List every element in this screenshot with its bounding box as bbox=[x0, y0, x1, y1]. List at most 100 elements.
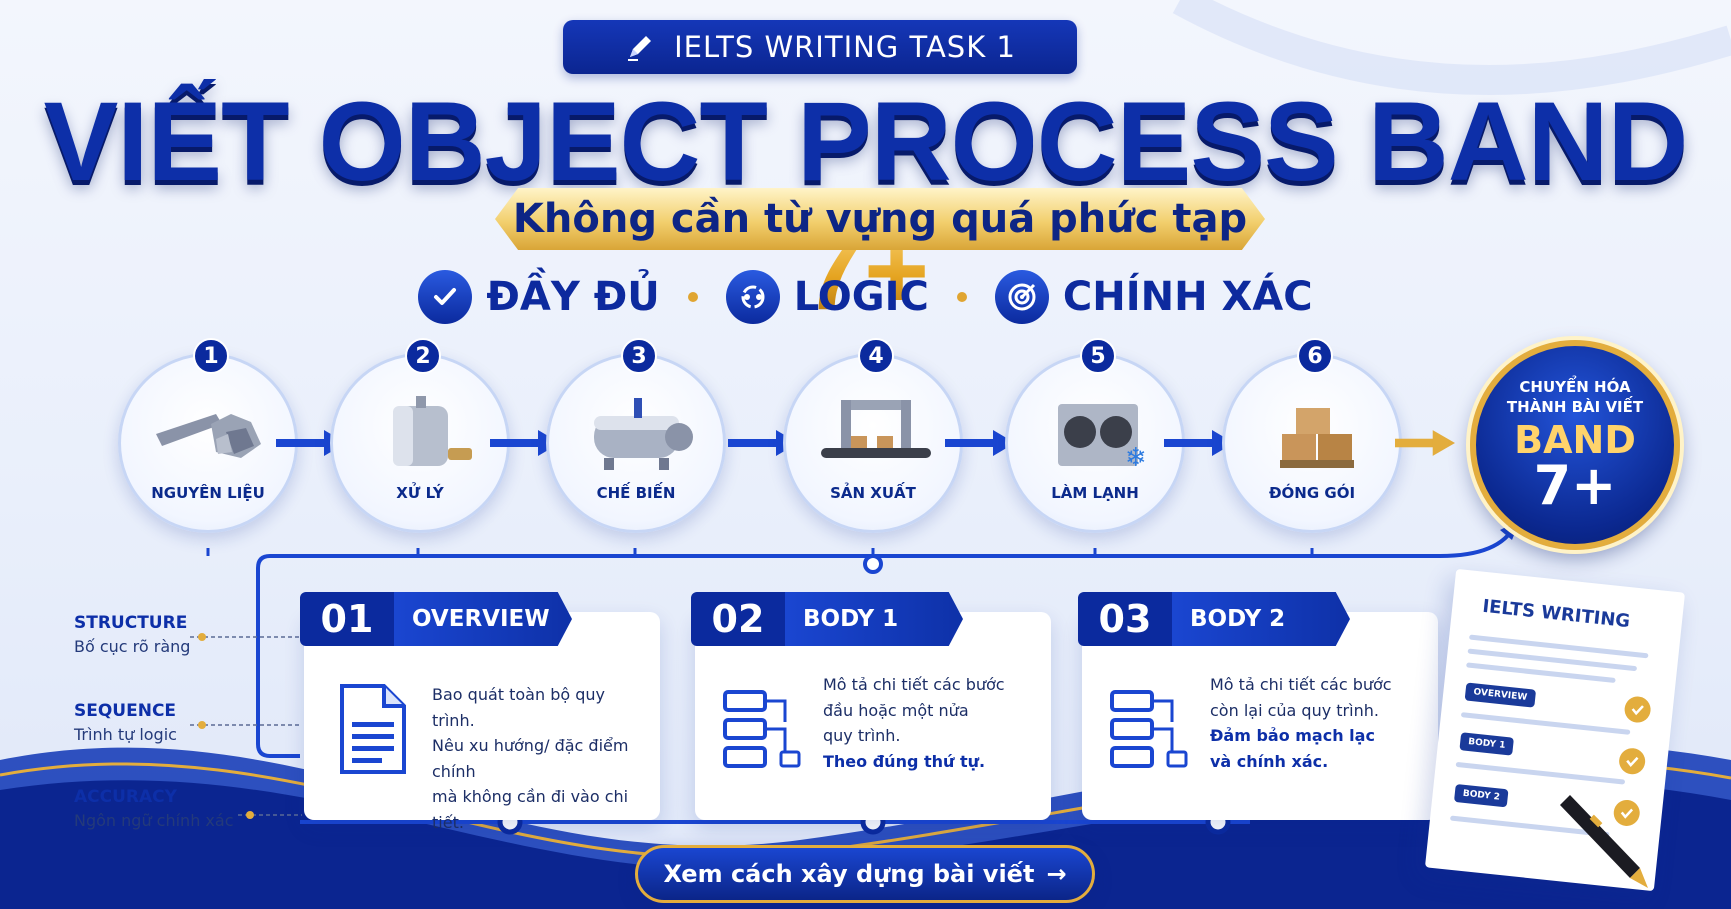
band-line1: CHUYỂN HÓA bbox=[1519, 377, 1631, 396]
card-overview: 01 OVERVIEW Bao quát toàn bộ quy trình. … bbox=[300, 592, 660, 832]
card-body: Mô tả chi tiết các bước đầu hoặc một nửa… bbox=[823, 672, 1043, 774]
check-icon bbox=[1612, 798, 1642, 828]
card-head: 02 BODY 1 bbox=[691, 592, 963, 646]
card-body: Mô tả chi tiết các bước còn lại của quy … bbox=[1210, 672, 1430, 774]
flow-cycle-icon bbox=[725, 270, 780, 324]
paper-title: IELTS WRITING bbox=[1481, 595, 1632, 633]
pillar-complete: ĐẦY ĐỦ bbox=[418, 270, 660, 324]
card-line: đầu hoặc một nửa bbox=[823, 700, 969, 720]
step-3: 3 CHẾ BIẾN bbox=[546, 338, 726, 533]
step-number: 5 bbox=[1080, 338, 1116, 374]
side-title: ACCURACY bbox=[74, 787, 177, 807]
side-desc: Ngôn ngữ chính xác bbox=[74, 811, 234, 830]
card-line: Mô tả chi tiết các bước bbox=[823, 675, 1005, 694]
card-number: 01 bbox=[300, 592, 394, 646]
side-title: STRUCTURE bbox=[74, 613, 188, 633]
raw-material-icon bbox=[156, 414, 261, 458]
side-title: SEQUENCE bbox=[74, 701, 177, 721]
paper-tag: BODY 2 bbox=[1453, 783, 1509, 808]
card-number: 03 bbox=[1078, 592, 1172, 646]
boxes-icon bbox=[1280, 408, 1354, 468]
step-6: 6 ĐÓNG GÓI bbox=[1222, 338, 1402, 533]
side-desc: Trình tự logic bbox=[74, 725, 177, 744]
subtitle-text: Không cần từ vựng quá phức tạp bbox=[512, 196, 1248, 242]
card-title: BODY 1 bbox=[785, 592, 963, 646]
card-line: Mô tả chi tiết các bước bbox=[1210, 675, 1392, 694]
card-line: mà không cần đi vào chi tiết. bbox=[432, 787, 629, 832]
card-body: Bao quát toàn bộ quy trình. Nêu xu hướng… bbox=[432, 682, 652, 836]
paper-tag: BODY 1 bbox=[1459, 732, 1515, 756]
step-2: 2 XỬ LÝ bbox=[330, 338, 510, 533]
band-line2: THÀNH BÀI VIẾT bbox=[1506, 398, 1644, 416]
step-label: LÀM LẠNH bbox=[1051, 484, 1139, 502]
step-number: 6 bbox=[1297, 338, 1333, 374]
card-line: Bao quát toàn bộ quy trình. bbox=[432, 685, 606, 730]
card-emphasis: Theo đúng thứ tự. bbox=[823, 751, 986, 771]
card-head: 01 OVERVIEW bbox=[300, 592, 572, 646]
pillar-logic: LOGIC bbox=[725, 270, 929, 324]
step-4: 4 SẢN XUẤT bbox=[783, 338, 963, 533]
pillar-label: CHÍNH XÁC bbox=[1062, 274, 1313, 320]
step-number: 3 bbox=[621, 338, 657, 374]
flowchart-icon bbox=[723, 690, 801, 768]
band-word: BAND bbox=[1514, 418, 1636, 463]
flowchart-icon bbox=[1110, 690, 1188, 768]
step-label: SẢN XUẤT bbox=[830, 484, 916, 502]
paper-line bbox=[1455, 761, 1626, 785]
cta-button[interactable]: Xem cách xây dựng bài viết → bbox=[635, 845, 1095, 903]
card-body-1: 02 BODY 1 Mô tả chi tiết các bước đầu ho… bbox=[691, 592, 1051, 820]
arrow-right-icon: → bbox=[1046, 860, 1067, 888]
side-desc: Bố cục rõ ràng bbox=[74, 637, 191, 656]
target-icon bbox=[994, 270, 1049, 324]
arrow-right-icon bbox=[945, 430, 1015, 456]
card-body-2: 03 BODY 2 Mô tả chi tiết các bước còn lạ… bbox=[1078, 592, 1438, 820]
task-badge: IELTS WRITING TASK 1 bbox=[563, 20, 1077, 74]
step-number: 4 bbox=[858, 338, 894, 374]
essay-paper: IELTS WRITING OVERVIEW BODY 1 BODY 2 bbox=[1424, 568, 1686, 892]
step-label: ĐÓNG GÓI bbox=[1268, 484, 1356, 502]
paper-line bbox=[1460, 712, 1631, 735]
paper-tag: OVERVIEW bbox=[1464, 682, 1536, 708]
side-label-accuracy: ACCURACY Ngôn ngữ chính xác bbox=[74, 787, 233, 830]
step-1: 1 NGUYÊN LIỆU bbox=[118, 338, 298, 533]
conveyor-icon bbox=[821, 400, 931, 458]
check-circle-icon bbox=[418, 270, 473, 324]
separator-dot bbox=[956, 292, 967, 302]
band-score: 7+ bbox=[1533, 454, 1617, 518]
card-title: OVERVIEW bbox=[394, 592, 572, 646]
document-icon bbox=[340, 684, 406, 774]
card-emphasis: và chính xác. bbox=[1210, 751, 1329, 771]
gold-arrow-icon bbox=[1395, 430, 1455, 456]
title-main: VIẾT OBJECT PROCESS BAND bbox=[43, 79, 1689, 204]
cta-label: Xem cách xây dựng bài viết bbox=[663, 860, 1035, 888]
tank-icon bbox=[393, 396, 472, 466]
separator-dot bbox=[687, 292, 698, 302]
card-title: BODY 2 bbox=[1172, 592, 1350, 646]
pillars-row: ĐẦY ĐỦ LOGIC CHÍNH XÁC bbox=[0, 268, 1731, 326]
step-number: 2 bbox=[405, 338, 441, 374]
card-number: 02 bbox=[691, 592, 785, 646]
cooling-unit-icon: ❄ bbox=[1058, 404, 1147, 473]
step-label: CHẾ BIẾN bbox=[596, 484, 676, 502]
step-5: 5 ❄ LÀM LẠNH bbox=[1005, 338, 1185, 533]
pillar-label: ĐẦY ĐỦ bbox=[486, 274, 660, 320]
side-label-sequence: SEQUENCE Trình tự logic bbox=[74, 701, 177, 744]
card-line: Nêu xu hướng/ đặc điểm chính bbox=[432, 736, 629, 781]
fountain-pen-icon bbox=[1560, 795, 1648, 888]
step-label: NGUYÊN LIỆU bbox=[151, 484, 265, 502]
step-number: 1 bbox=[193, 338, 229, 374]
svg-text:❄: ❄ bbox=[1125, 443, 1147, 473]
pillar-label: LOGIC bbox=[793, 274, 929, 320]
check-icon bbox=[1617, 746, 1647, 776]
task-badge-label: IELTS WRITING TASK 1 bbox=[674, 30, 1016, 64]
card-line: còn lại của quy trình. bbox=[1210, 700, 1379, 720]
pen-icon bbox=[628, 36, 652, 61]
pillar-accurate: CHÍNH XÁC bbox=[994, 270, 1313, 324]
band-circle: CHUYỂN HÓA THÀNH BÀI VIẾT BAND 7+ bbox=[1470, 340, 1680, 550]
card-emphasis: Đảm bảo mạch lạc bbox=[1210, 726, 1375, 746]
card-head: 03 BODY 2 bbox=[1078, 592, 1350, 646]
side-label-structure: STRUCTURE Bố cục rõ ràng bbox=[74, 613, 190, 656]
machine-icon bbox=[594, 398, 693, 470]
step-label: XỬ LÝ bbox=[396, 484, 444, 502]
card-line: quy trình. bbox=[823, 726, 901, 746]
